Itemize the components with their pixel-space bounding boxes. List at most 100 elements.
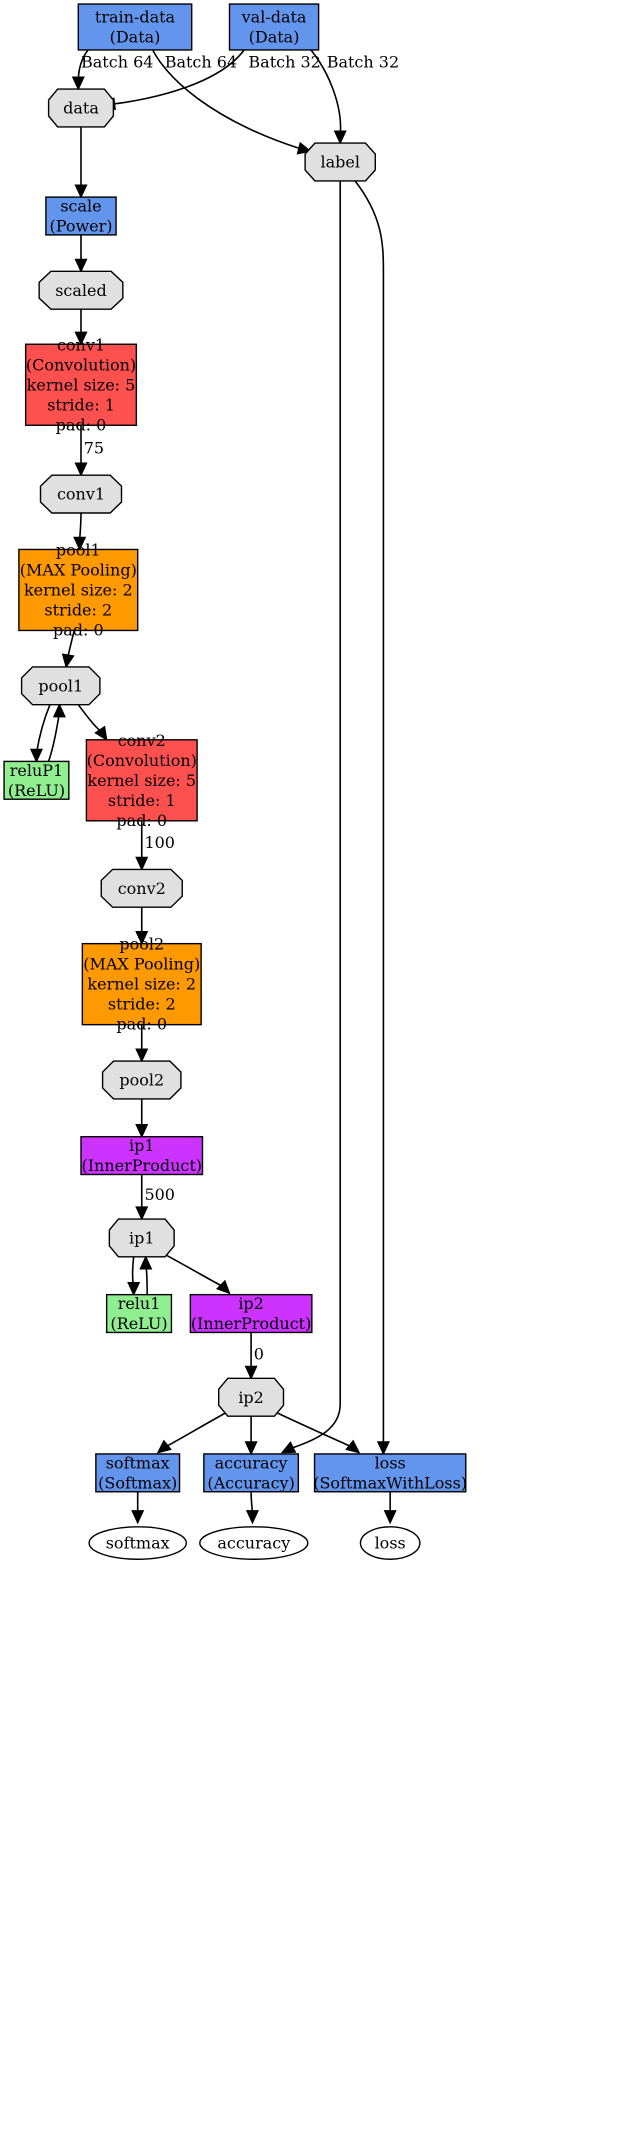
train-data-box [77,3,193,51]
node-label: conv1 [57,335,105,354]
node-softmax[interactable]: softmax(Softmax) [95,1453,181,1493]
arrowhead [280,1441,297,1454]
data-blob-octagon [47,88,115,128]
arrowhead [52,703,66,718]
node-softmax-out[interactable]: softmax [88,1526,187,1560]
node-label: pool2 [119,935,164,954]
node-accuracy-out[interactable]: accuracy [199,1526,309,1560]
arrowhead [135,931,149,946]
accuracy-out-ellipse [199,1526,309,1560]
arrowhead [94,725,108,742]
node-pool1-blob[interactable]: pool1 [20,666,101,706]
softmax-out-ellipse [88,1526,187,1560]
node-label: kernel size: 5 [27,375,136,394]
node-label: val-data [241,8,307,27]
node-label: softmax [106,1453,170,1472]
edge-label-blob-to-loss [354,180,385,1446]
node-label: pad: 0 [53,620,104,639]
val-data-box [228,3,320,51]
node-label: kernel size: 2 [87,975,196,994]
arrowhead [244,1441,258,1456]
node-scaled-blob[interactable]: scaled [38,270,124,310]
arrowhead [74,331,88,346]
node-pool2-blob[interactable]: pool2 [101,1060,182,1100]
node-conv1[interactable]: conv1(Convolution)kernel size: 5stride: … [24,335,138,434]
label-blob-octagon [304,142,376,182]
edge-val-data-to-data-blob [113,40,251,105]
node-ip1-blob[interactable]: ip1 [108,1218,175,1258]
edge-label: 75 [84,439,104,458]
conv1-blob-octagon [39,474,123,514]
node-conv2[interactable]: conv2(Convolution)kernel size: 5stride: … [85,731,198,830]
node-label: (Convolution) [26,355,136,374]
node-train-data[interactable]: train-data(Data) [77,3,193,51]
arrowhead [139,1255,153,1270]
node-scale[interactable]: scale(Power) [45,196,117,236]
node-label: accuracy [215,1453,288,1472]
node-label: (InnerProduct) [81,1156,202,1175]
node-label: conv2 [118,731,166,750]
arrowhead [244,1365,258,1380]
node-label-blob[interactable]: label [304,142,376,182]
relu1-box [105,1293,173,1334]
node-label: softmax [106,1534,170,1553]
node-label: (MAX Pooling) [20,560,137,579]
node-label: (ReLU) [110,1314,167,1333]
node-label: (InnerProduct) [191,1314,312,1333]
node-conv2-blob[interactable]: conv2 [100,868,183,908]
arrowhead [71,76,85,91]
edge-label: Batch 64 [165,53,237,72]
arrowhead [215,1279,231,1295]
node-label: label [320,153,359,172]
node-reluP1[interactable]: reluP1(ReLU) [3,760,70,800]
node-ip2-blob[interactable]: ip2 [217,1377,285,1417]
node-label: kernel size: 2 [24,580,133,599]
node-accuracy[interactable]: accuracy(Accuracy) [203,1453,300,1493]
node-ip2[interactable]: ip2(InnerProduct) [189,1293,313,1334]
node-label: accuracy [217,1534,290,1553]
node-conv1-blob[interactable]: conv1 [39,474,123,514]
node-pool2[interactable]: pool2(MAX Pooling)kernel size: 2stride: … [81,935,202,1034]
conv2-blob-octagon [100,868,183,908]
arrowhead [74,258,88,273]
pool1-blob-octagon [20,666,101,706]
arrowhead [345,1439,361,1454]
arrowhead [29,748,43,763]
arrowhead [135,1206,149,1221]
node-ip1[interactable]: ip1(InnerProduct) [80,1135,204,1176]
scale-box [45,196,117,236]
node-data-blob[interactable]: data [47,88,115,128]
node-label: pad: 0 [116,1015,167,1034]
node-label: (MAX Pooling) [83,955,200,974]
edge-reluP1-to-pool1-blob [47,712,61,762]
edge-label: 0 [254,1344,264,1363]
edge-pool1-blob-to-conv2 [77,704,102,733]
node-loss-out[interactable]: loss [359,1526,421,1560]
node-relu1[interactable]: relu1(ReLU) [105,1293,173,1334]
node-label: loss [375,1453,406,1472]
conv1-box [24,343,138,426]
edge-pool1-blob-to-reluP1 [35,704,51,754]
node-loss[interactable]: loss(SoftmaxWithLoss) [313,1453,467,1493]
edge-label: Batch 32 [327,53,399,72]
node-val-data[interactable]: val-data(Data) [228,3,320,51]
pool2-box [81,942,202,1026]
node-label: (Accuracy) [207,1473,294,1492]
arrowhead [333,130,347,145]
node-label: scaled [55,281,107,300]
arrowhead [61,653,75,669]
node-label: (Power) [49,217,112,236]
node-pool1[interactable]: pool1(MAX Pooling)kernel size: 2stride: … [18,540,139,639]
scaled-blob-octagon [38,270,124,310]
node-label: ip1 [129,1136,155,1155]
ip2-box [189,1293,313,1334]
node-label: ip2 [238,1294,264,1313]
node-label: ip2 [238,1388,264,1407]
loss-box [313,1453,467,1493]
arrowhead [74,184,88,199]
arrowhead [131,1510,145,1525]
node-label: loss [375,1534,406,1553]
node-label: (SoftmaxWithLoss) [313,1473,467,1492]
node-label: pool1 [38,676,83,695]
node-label: reluP1 [10,761,63,780]
